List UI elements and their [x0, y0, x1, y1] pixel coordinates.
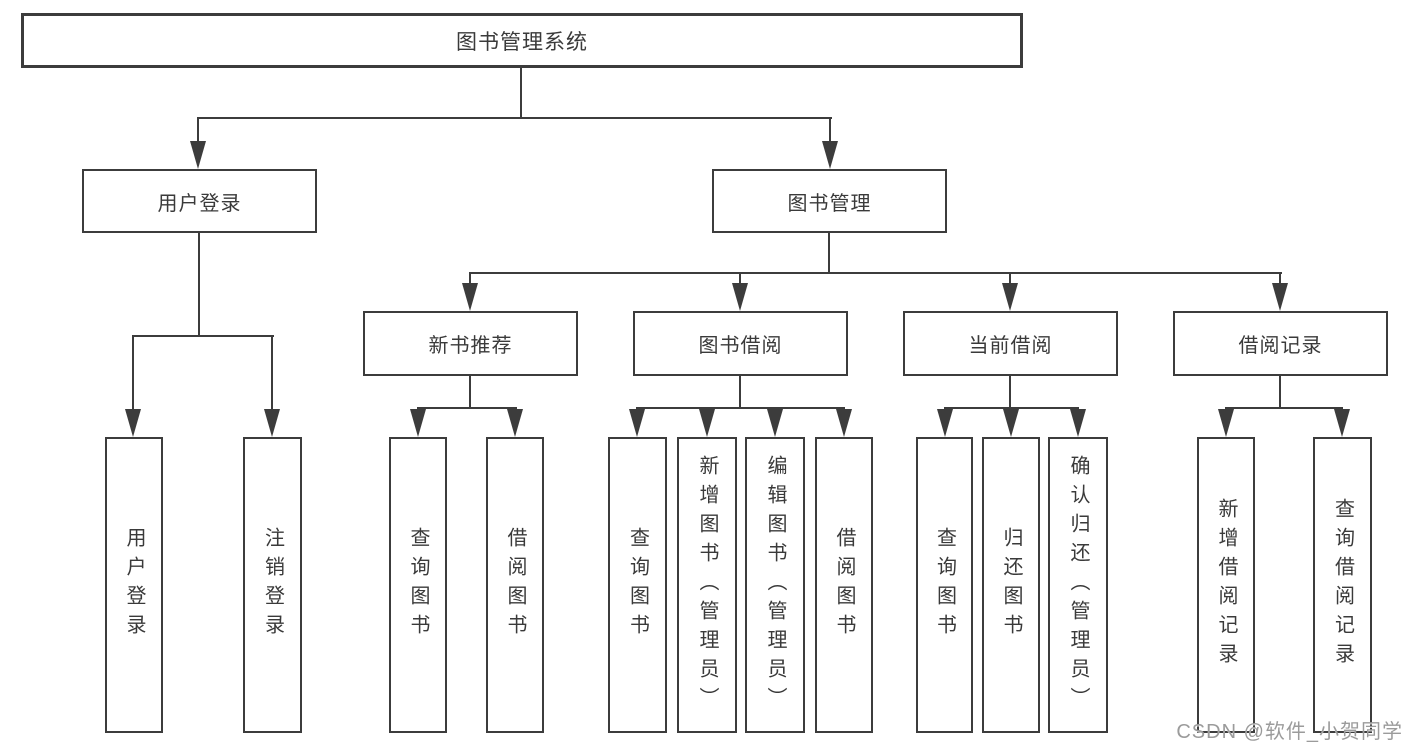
- node-user-login-branch: 用户登录: [82, 169, 317, 233]
- connector-arrow: [1002, 283, 1018, 311]
- leaf-query-books-current: 查询图书: [916, 437, 973, 733]
- connector-line: [739, 272, 741, 286]
- node-label: 图书管理系统: [456, 30, 588, 54]
- connector-line: [520, 68, 522, 119]
- leaf-add-book-admin: 新增图书（管理员）: [677, 437, 737, 733]
- connector-line: [198, 233, 200, 337]
- leaf-borrow-books-borrowing: 借阅图书: [815, 437, 873, 733]
- connector-line: [828, 233, 830, 274]
- leaf-confirm-return-admin: 确认归还（管理员）: [1048, 437, 1108, 733]
- connector-line: [1009, 376, 1011, 409]
- connector-line: [1009, 272, 1011, 286]
- connector-line: [469, 376, 471, 409]
- node-label: 查询图书: [626, 527, 649, 643]
- connector-arrow: [836, 409, 852, 437]
- leaf-logout: 注销登录: [243, 437, 302, 733]
- node-label: 借阅记录: [1238, 335, 1323, 357]
- connector-line: [1279, 272, 1281, 286]
- node-label: 确认归还（管理员）: [1067, 454, 1089, 716]
- connector-line: [1225, 407, 1343, 409]
- node-label: 借阅图书: [833, 527, 855, 643]
- node-label: 查询借阅记录: [1331, 498, 1354, 672]
- leaf-query-books-recommendation: 查询图书: [389, 437, 447, 733]
- node-label: 新增图书（管理员）: [696, 454, 718, 716]
- connector-line: [1279, 376, 1281, 409]
- node-label: 当前借阅: [968, 335, 1053, 357]
- connector-line: [944, 407, 1079, 409]
- connector-arrow: [767, 409, 783, 437]
- node-label: 用户登录: [123, 527, 145, 643]
- node-label: 用户登录: [157, 192, 242, 215]
- node-label: 注销登录: [261, 527, 284, 643]
- leaf-user-login: 用户登录: [105, 437, 163, 733]
- node-label: 查询图书: [933, 527, 956, 643]
- node-book-borrowing: 图书借阅: [633, 311, 848, 376]
- connector-arrow: [125, 409, 141, 437]
- node-label: 新增借阅记录: [1215, 498, 1237, 672]
- leaf-query-borrow-record: 查询借阅记录: [1313, 437, 1372, 733]
- node-library-management-system: 图书管理系统: [21, 13, 1023, 68]
- node-label: 新书推荐: [428, 335, 513, 357]
- leaf-add-borrow-record: 新增借阅记录: [1197, 437, 1255, 733]
- connector-arrow: [1070, 409, 1086, 437]
- connector-arrow: [732, 283, 748, 311]
- connector-line: [739, 376, 741, 409]
- node-label: 查询图书: [407, 527, 429, 643]
- node-label: 编辑图书（管理员）: [764, 454, 786, 716]
- connector-arrow: [190, 141, 206, 169]
- node-label: 图书管理: [787, 192, 872, 215]
- connector-line: [132, 335, 134, 413]
- connector-line: [197, 117, 199, 147]
- connector-line: [469, 272, 1282, 274]
- connector-line: [469, 272, 471, 286]
- connector-arrow: [264, 409, 280, 437]
- connector-line: [271, 335, 273, 413]
- leaf-return-books: 归还图书: [982, 437, 1040, 733]
- connector-arrow: [1003, 409, 1019, 437]
- watermark: CSDN @软件_小贺同学: [1176, 721, 1403, 743]
- connector-arrow: [1334, 409, 1350, 437]
- node-label: 借阅图书: [504, 527, 526, 643]
- connector-arrow: [822, 141, 838, 169]
- connector-arrow: [937, 409, 953, 437]
- node-new-book-recommendation: 新书推荐: [363, 311, 578, 376]
- connector-arrow: [629, 409, 645, 437]
- connector-arrow: [507, 409, 523, 437]
- node-book-management: 图书管理: [712, 169, 947, 233]
- connector-line: [829, 117, 831, 147]
- leaf-borrow-books-recommendation: 借阅图书: [486, 437, 544, 733]
- node-label: 图书借阅: [698, 335, 783, 357]
- connector-arrow: [410, 409, 426, 437]
- connector-arrow: [1272, 283, 1288, 311]
- connector-line: [636, 407, 845, 409]
- node-label: 归还图书: [1000, 527, 1022, 643]
- connector-arrow: [1218, 409, 1234, 437]
- leaf-edit-book-admin: 编辑图书（管理员）: [745, 437, 805, 733]
- leaf-query-books-borrowing: 查询图书: [608, 437, 667, 733]
- connector-arrow: [462, 283, 478, 311]
- node-borrowing-records: 借阅记录: [1173, 311, 1388, 376]
- connector-line: [132, 335, 274, 337]
- node-current-borrowing: 当前借阅: [903, 311, 1118, 376]
- connector-line: [197, 117, 832, 119]
- connector-line: [417, 407, 517, 409]
- connector-arrow: [699, 409, 715, 437]
